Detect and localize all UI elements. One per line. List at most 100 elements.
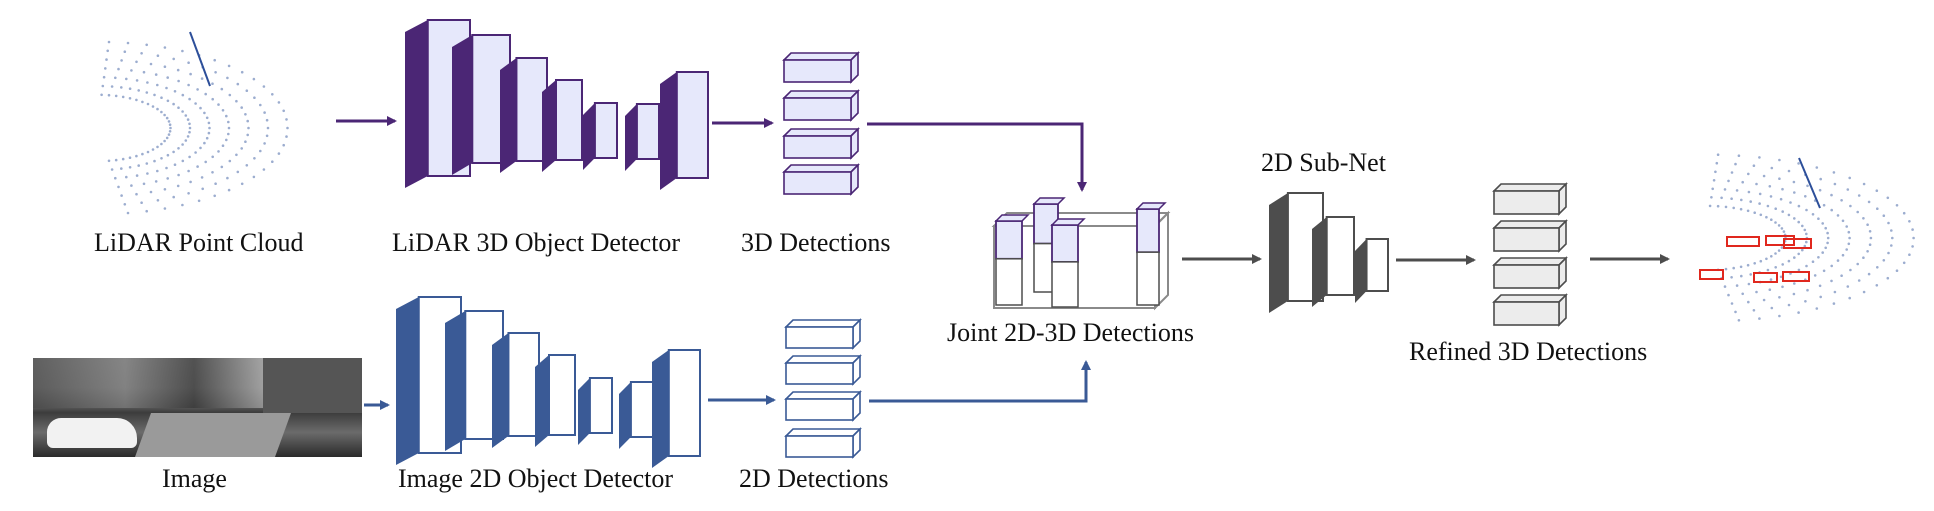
output-cloud-point-182: [1758, 156, 1761, 159]
lidar-cloud-point-6: [141, 100, 144, 104]
output-cloud-point-206: [1797, 311, 1800, 314]
output-cloud-point-38: [1781, 210, 1784, 213]
output-cloud-point-12: [1780, 227, 1784, 230]
image-building: [263, 358, 362, 413]
joint-bar-2-top: [1050, 218, 1086, 226]
output-cloud-point-90: [1712, 179, 1716, 182]
output-cloud-point-179: [1734, 310, 1737, 314]
lidar-cloud-point-93: [142, 70, 146, 74]
lidar-cloud-point-123: [149, 62, 153, 66]
output-cloud-point-159: [1857, 194, 1861, 197]
lidar-cloud-point-206: [181, 203, 184, 207]
det3d-box-2-front: [783, 135, 852, 159]
lidar-cloud-point-46: [188, 130, 191, 134]
refined-box-1-top: [1492, 220, 1568, 229]
lidar-cloud-point-1: [107, 93, 111, 97]
lidar-cloud-point-100: [211, 97, 214, 101]
lidar-net-layer-6-side: [660, 72, 677, 190]
output-cloud-point-121: [1730, 171, 1734, 174]
lidar-cloud-point-92: [130, 69, 133, 72]
lidar-cloud-point-17: [167, 133, 171, 136]
lidar-cloud-point-119: [117, 185, 120, 189]
lidar-cloud-point-101: [217, 103, 220, 106]
lidar-cloud-point-24: [141, 152, 144, 156]
lidar-net-layer-5-face: [635, 103, 661, 160]
lidar-cloud-point-137: [244, 140, 247, 143]
output-cloud-point-1: [1716, 204, 1720, 208]
output-cloud-point-170: [1867, 272, 1871, 276]
lidar-cloud-point-42: [184, 114, 188, 117]
output-cloud-point-31: [1720, 196, 1723, 200]
output-cloud-point-4: [1739, 207, 1743, 211]
lidar-cloud-point-95: [166, 76, 169, 79]
lidar-cloud-point-111: [204, 160, 207, 164]
lidar-cloud-point-31: [110, 85, 114, 88]
output-cloud-point-84: [1779, 275, 1783, 279]
output-cloud-point-180: [1716, 153, 1720, 156]
lidar-cloud-point-67: [173, 90, 177, 93]
lidar-cloud-point-164: [265, 118, 269, 122]
refined-box-0-front: [1493, 190, 1560, 215]
lidar-cloud-point-43: [186, 118, 190, 121]
lidar-cloud-point-162: [259, 103, 262, 107]
lidar-cloud-point-171: [236, 170, 240, 174]
output-cloud-point-103: [1845, 225, 1848, 228]
image-road: [134, 413, 292, 457]
refined-box-3-front: [1493, 301, 1560, 326]
output-cloud-point-39: [1787, 213, 1791, 217]
output-cloud-point-172: [1846, 285, 1850, 288]
lidar-cloud-point-4: [128, 97, 132, 100]
lidar-cloud-point-0: [100, 93, 103, 97]
det2d-box-1-front: [785, 362, 854, 385]
output-cloud-point-209: [1737, 319, 1741, 322]
output-red-box-3: [1699, 269, 1724, 280]
output-cloud-point-133: [1866, 223, 1869, 226]
output-cloud-point-25: [1746, 263, 1750, 267]
output-cloud-point-82: [1797, 268, 1801, 272]
lidar-cloud-point-45: [188, 126, 192, 130]
det2d-box-2-front: [785, 398, 854, 421]
lidar-cloud-point-62: [125, 77, 128, 81]
lidar-cloud-point-187: [227, 64, 231, 68]
lidar-cloud-point-91: [117, 67, 120, 71]
joint-bar-2-lower: [1051, 261, 1079, 308]
lidar-cloud-point-96: [177, 79, 180, 83]
output-cloud-point-195: [1912, 236, 1915, 240]
output-cloud-point-6: [1753, 211, 1756, 214]
output-cloud-point-188: [1862, 182, 1866, 186]
lidar-cloud-point-77: [205, 136, 209, 140]
lidar-cloud-point-82: [181, 159, 185, 163]
output-cloud-point-178: [1752, 309, 1756, 312]
output-cloud-point-132: [1862, 217, 1865, 220]
refined-box-3-top: [1492, 294, 1568, 303]
output-cloud-point-50: [1793, 256, 1796, 259]
output-cloud-point-198: [1902, 261, 1906, 265]
output-cloud-point-102: [1841, 219, 1845, 223]
joint-bar-3-upper: [1136, 208, 1160, 254]
output-cloud-point-66: [1779, 197, 1783, 201]
output-cloud-point-177: [1770, 306, 1774, 310]
lidar-cloud-point-54: [153, 159, 156, 163]
lidar-cloud-point-16: [168, 130, 172, 133]
lidar-cloud-point-182: [145, 43, 148, 47]
lidar-cloud-point-130: [228, 93, 232, 97]
lidar-cloud-point-133: [244, 113, 247, 116]
output-cloud-point-146: [1778, 296, 1781, 299]
lidar-cloud-point-151: [123, 50, 127, 53]
lidar-cloud-point-124: [163, 65, 167, 68]
output-cloud-point-24: [1753, 262, 1756, 265]
lidar-cloud-point-66: [165, 86, 168, 90]
lidar-cloud-point-2: [114, 94, 118, 98]
lidar-net-layer-2-face: [515, 57, 549, 162]
image-net-layer-2-side: [492, 333, 509, 448]
lidar-cloud-point-116: [154, 180, 158, 183]
output-cloud-point-158: [1846, 188, 1850, 191]
lidar-cloud-point-15: [169, 126, 172, 130]
output-cloud-point-200: [1886, 276, 1890, 280]
lidar-cloud-point-68: [181, 93, 185, 97]
lidar-cloud-point-98: [196, 88, 199, 91]
arrow-3d-dets-to-joint: [867, 122, 1087, 192]
lidar-cloud-point-99: [204, 92, 207, 96]
output-red-box-2: [1783, 238, 1812, 249]
output-cloud-point-138: [1862, 256, 1865, 260]
